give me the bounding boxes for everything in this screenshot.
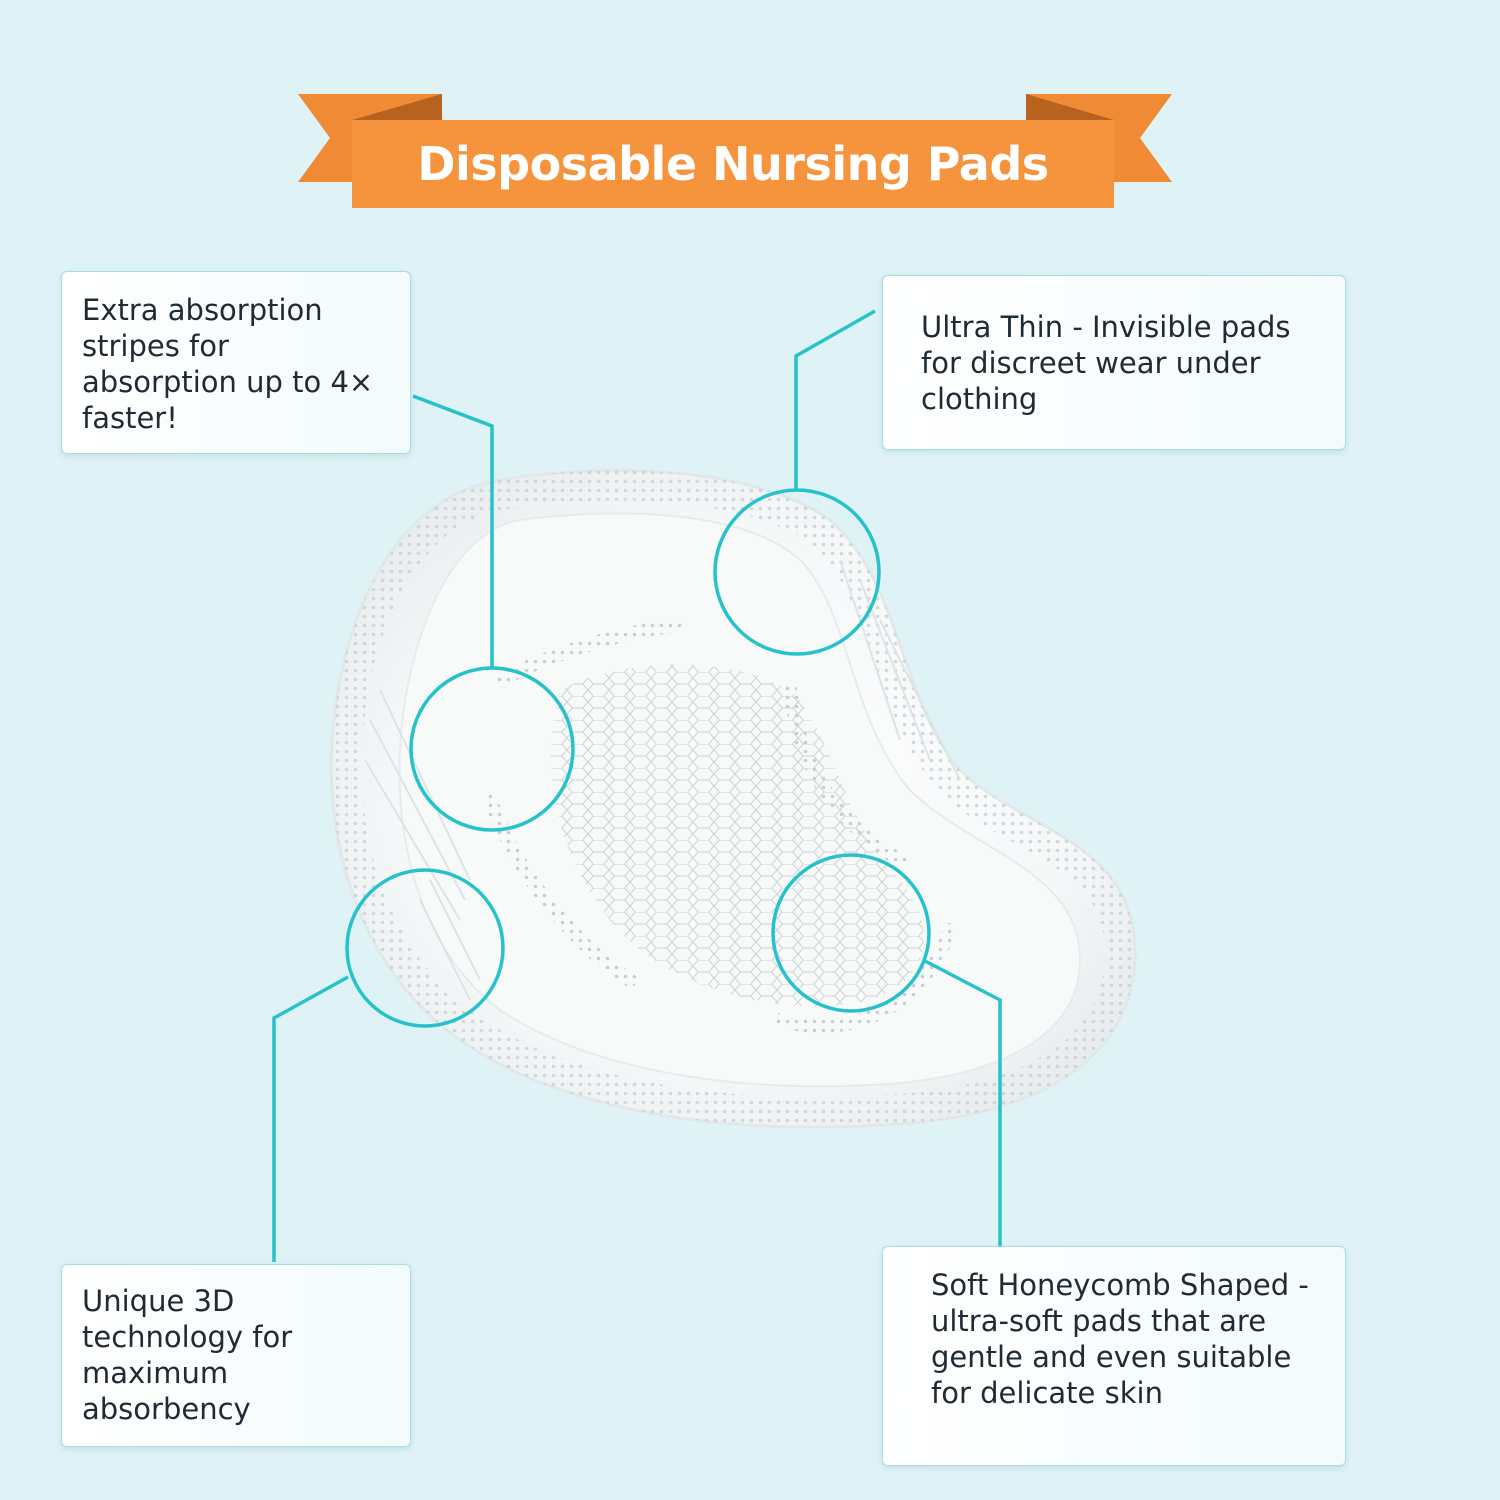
banner-right-fold (1026, 94, 1114, 120)
highlight-circle-thin (713, 488, 881, 656)
connector-3d (272, 975, 349, 1262)
highlight-circle-stripes (409, 666, 575, 832)
title-banner (298, 94, 1172, 208)
callout-text: Extra absorption stripes for absorption … (82, 293, 374, 435)
highlight-circle-honeycomb (771, 853, 931, 1013)
connector-honeycomb (924, 959, 1002, 1246)
callout-text: Soft Honeycomb Shaped - ultra-soft pads … (931, 1268, 1309, 1410)
callout-absorption-stripes: Extra absorption stripes for absorption … (61, 271, 411, 454)
banner-body (352, 120, 1114, 208)
callout-connectors (272, 309, 1002, 1262)
callout-text: Ultra Thin - Invisible pads for discreet… (921, 310, 1291, 416)
highlight-circle-3d (345, 868, 505, 1028)
page-title: Disposable Nursing Pads (417, 137, 1049, 191)
nursing-pad-image (329, 468, 1137, 1129)
banner-left-fold (352, 94, 442, 120)
callout-text: Unique 3D technology for maximum absorbe… (82, 1284, 293, 1426)
callout-3d-technology: Unique 3D technology for maximum absorbe… (61, 1264, 411, 1447)
callout-honeycomb: Soft Honeycomb Shaped - ultra-soft pads … (882, 1246, 1346, 1466)
connector-thin (794, 309, 876, 490)
callout-ultra-thin: Ultra Thin - Invisible pads for discreet… (882, 275, 1346, 450)
connector-stripes (412, 394, 494, 668)
